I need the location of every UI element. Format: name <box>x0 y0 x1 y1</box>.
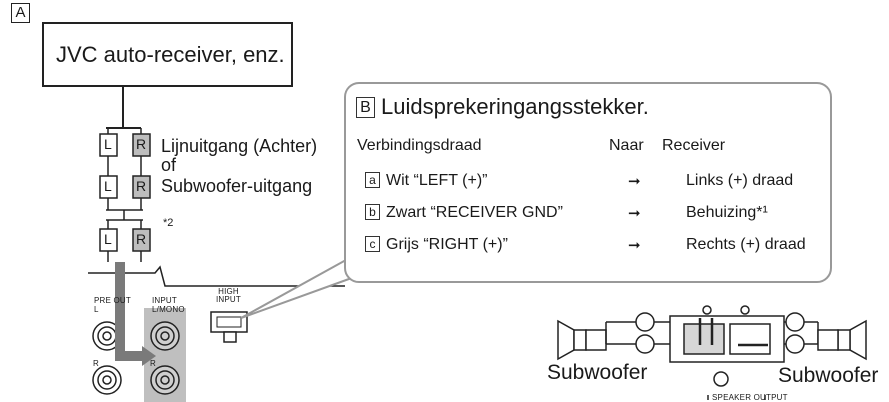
speaker-output-label: SPEAKER OUTPUT <box>712 393 788 402</box>
receiver-label: JVC auto-receiver, enz. <box>56 42 285 67</box>
rca-jacks <box>92 321 180 395</box>
row-a-wire-text: Wit “LEFT (+)” <box>386 172 488 189</box>
speaker-wiring <box>557 305 867 400</box>
panel-label-a: A <box>11 3 30 23</box>
row-a-arrow: ➞ <box>628 173 641 190</box>
plug-label-r-1: R <box>136 136 147 152</box>
callout-label-b: B <box>356 97 375 118</box>
plug-label-l-2: L <box>104 178 112 194</box>
pre-out-r-label: R <box>93 359 99 368</box>
pre-out-l-label: L <box>94 305 99 314</box>
row-b-wire-text: Zwart “RECEIVER GND” <box>386 204 563 221</box>
connection-path-arrow <box>115 262 144 361</box>
callout-box <box>344 82 832 283</box>
row-b-target: Behuizing*¹ <box>686 204 768 221</box>
pre-out-label: PRE OUT <box>94 296 131 305</box>
col-header-receiver: Receiver <box>662 137 726 154</box>
line-output-label: Lijnuitgang (Achter) <box>161 136 318 156</box>
plug-label-r-3: R <box>136 231 147 247</box>
row-c-arrow: ➞ <box>628 237 641 254</box>
rca-plug-pair-1 <box>99 128 151 167</box>
row-a-letter: a <box>365 172 380 188</box>
amplifier-outline <box>88 265 345 287</box>
connection-arrow-head <box>142 346 156 366</box>
row-c-letter: c <box>365 236 380 252</box>
rca-plug-pair-2 <box>99 167 151 229</box>
col-header-to: Naar <box>609 137 644 154</box>
input-label: INPUT <box>152 296 177 305</box>
receiver-box <box>42 22 293 87</box>
callout-pointer <box>240 254 361 319</box>
subwoofer-output-label: Subwoofer-uitgang <box>161 176 313 196</box>
row-c-target: Rechts (+) draad <box>686 236 806 253</box>
plug-label-r-2: R <box>136 178 147 194</box>
rca-plug-pair-3 <box>99 228 151 262</box>
subwoofer-left-label: Subwoofer <box>547 361 648 384</box>
row-b-wire: b Zwart “RECEIVER GND” <box>365 204 563 222</box>
footnote-2: *2 <box>163 217 174 229</box>
row-c-wire-text: Grijs “RIGHT (+)” <box>386 236 508 253</box>
row-a-target: Links (+) draad <box>686 172 794 189</box>
row-b-letter: b <box>365 204 380 220</box>
plug-label-l-1: L <box>104 136 112 152</box>
plug-label-l-3: L <box>104 231 112 247</box>
callout-title: B Luidsprekeringangsstekker. <box>356 94 649 120</box>
input-r-label: R <box>150 359 156 368</box>
input-l-label: L/MONO <box>152 305 185 314</box>
subwoofer-right-label: Subwoofer <box>778 364 879 387</box>
row-b-arrow: ➞ <box>628 205 641 222</box>
callout-title-text: Luidsprekeringangsstekker. <box>381 94 649 119</box>
high-input-label: HIGH INPUT <box>216 287 241 304</box>
or-label: of <box>161 155 177 175</box>
row-a-wire: a Wit “LEFT (+)” <box>365 172 487 190</box>
row-c-wire: c Grijs “RIGHT (+)” <box>365 236 508 254</box>
col-header-wire: Verbindingsdraad <box>357 137 482 154</box>
